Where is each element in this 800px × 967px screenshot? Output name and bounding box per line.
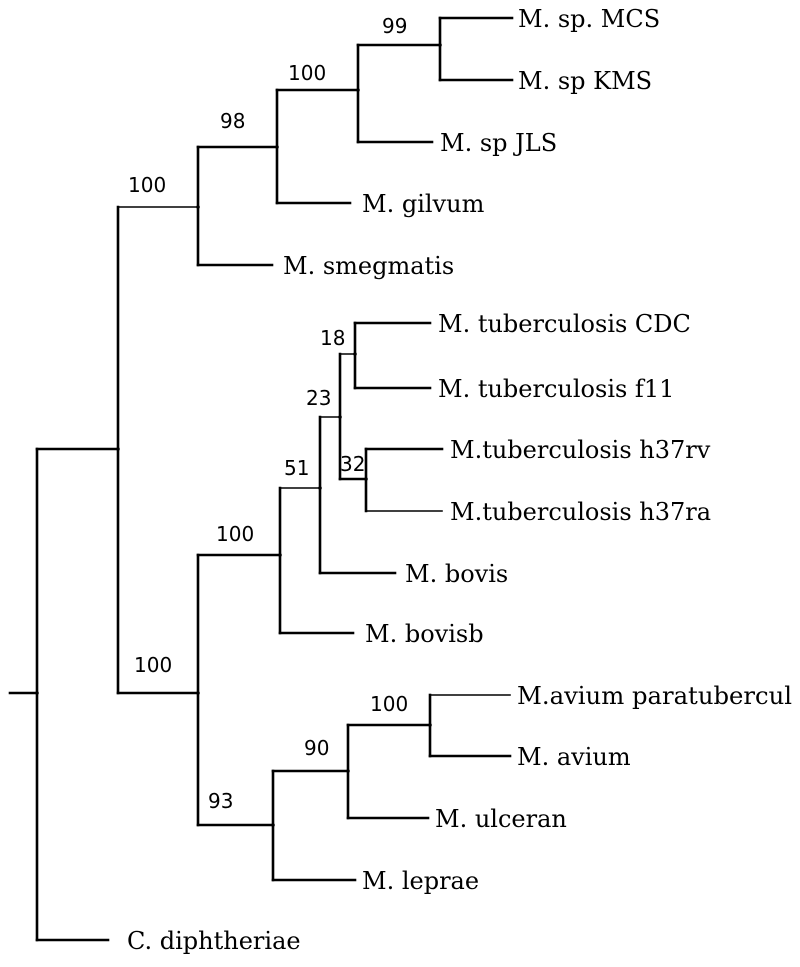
support-mcs-kms: 99 xyxy=(382,14,407,38)
support-mycobacteria: 100 xyxy=(134,653,172,677)
support-tb-h37: 32 xyxy=(340,452,365,476)
leaf-m-leprae: M. leprae xyxy=(362,867,479,895)
support-tb-all: 23 xyxy=(306,386,331,410)
support-tb-bovis: 51 xyxy=(284,456,309,480)
leaf-m-sp-mcs: M. sp. MCS xyxy=(518,5,660,33)
leaf-m-ulceran: M. ulceran xyxy=(435,805,567,833)
leaf-c-diphtheriae: C. diphtheriae xyxy=(127,927,301,955)
leaf-m-sp-kms: M. sp KMS xyxy=(518,67,652,95)
support-tb-cdc-f11: 18 xyxy=(320,326,345,350)
leaf-m-tb-f11: M. tuberculosis f11 xyxy=(438,375,674,403)
leaf-m-avium: M. avium xyxy=(517,743,631,771)
support-avium: 100 xyxy=(370,692,408,716)
leaf-m-gilvum: M. gilvum xyxy=(362,190,485,218)
leaf-m-tb-h37ra: M.tuberculosis h37ra xyxy=(450,498,711,526)
leaf-m-tb-cdc: M. tuberculosis CDC xyxy=(438,310,691,338)
leaf-m-smegmatis: M. smegmatis xyxy=(283,252,454,280)
node-dots xyxy=(35,43,442,827)
support-ulceran: 90 xyxy=(304,736,329,760)
leaf-m-tb-h37rv: M.tuberculosis h37rv xyxy=(450,436,711,464)
leaf-m-sp-jls: M. sp JLS xyxy=(440,129,557,157)
support-fast-growers: 100 xyxy=(128,173,166,197)
leaf-m-bovisb: M. bovisb xyxy=(365,620,484,648)
support-gilvum: 98 xyxy=(220,109,245,133)
support-tb-complex: 100 xyxy=(216,522,254,546)
leaf-m-bovis: M. bovis xyxy=(405,560,508,588)
support-leprae: 93 xyxy=(208,789,233,813)
leaf-m-avium-paratb: M.avium paratubercul xyxy=(517,682,792,710)
support-jls: 100 xyxy=(288,61,326,85)
